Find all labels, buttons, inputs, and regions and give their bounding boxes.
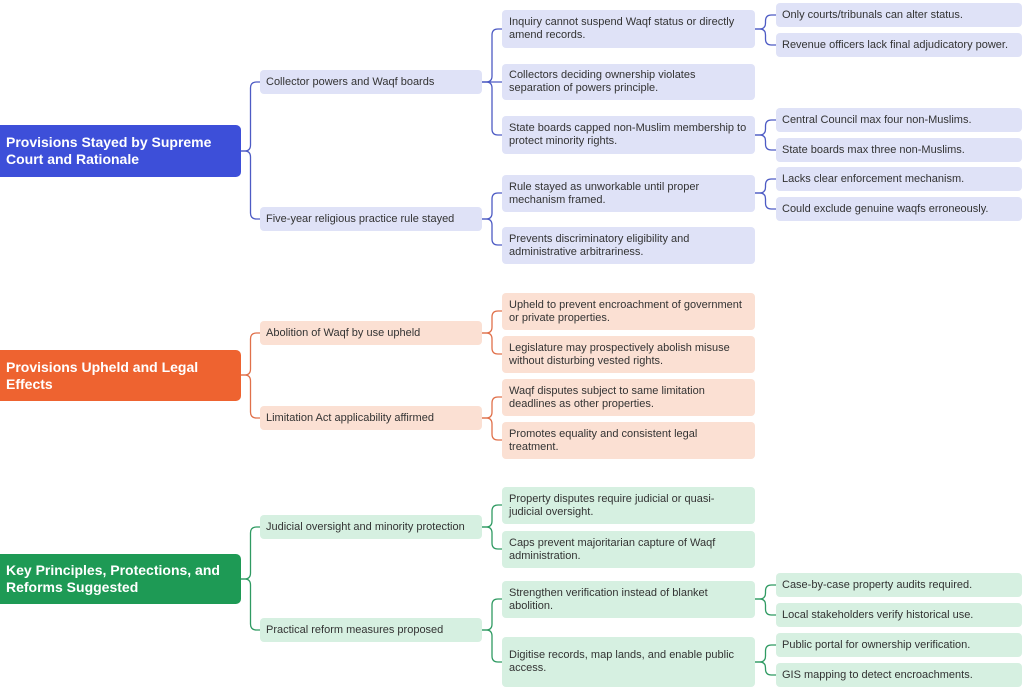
connector-line bbox=[755, 192, 776, 210]
sub-leaf-public-portal[interactable]: Public portal for ownership verification… bbox=[776, 633, 1022, 657]
connector-line bbox=[755, 119, 776, 136]
sub-leaf-local-stakeholders[interactable]: Local stakeholders verify historical use… bbox=[776, 603, 1022, 627]
connector-line bbox=[482, 332, 502, 355]
connector-line bbox=[482, 598, 502, 631]
branch-abolition-upheld[interactable]: Abolition of Waqf by use upheld bbox=[260, 321, 482, 345]
connector-line bbox=[755, 598, 776, 616]
connector-line bbox=[755, 14, 776, 30]
connector-line bbox=[482, 526, 502, 550]
root-node-provisions-upheld[interactable]: Provisions Upheld and Legal Effects bbox=[0, 350, 241, 401]
connector-line bbox=[241, 332, 260, 376]
leaf-property-disputes-oversight[interactable]: Property disputes require judicial or qu… bbox=[502, 487, 755, 524]
connector-line bbox=[482, 310, 502, 334]
connector-line bbox=[755, 661, 776, 676]
leaf-collectors-ownership[interactable]: Collectors deciding ownership violates s… bbox=[502, 64, 755, 100]
leaf-caps-prevent-capture[interactable]: Caps prevent majoritarian capture of Waq… bbox=[502, 531, 755, 568]
connector-line bbox=[755, 644, 776, 663]
sub-leaf-revenue-officers[interactable]: Revenue officers lack final adjudicatory… bbox=[776, 33, 1022, 57]
branch-limitation-act[interactable]: Limitation Act applicability affirmed bbox=[260, 406, 482, 430]
root-node-key-principles[interactable]: Key Principles, Protections, and Reforms… bbox=[0, 554, 241, 604]
sub-leaf-gis-mapping[interactable]: GIS mapping to detect encroachments. bbox=[776, 663, 1022, 687]
leaf-rule-stayed-unworkable[interactable]: Rule stayed as unworkable until proper m… bbox=[502, 175, 755, 212]
connector-line bbox=[241, 578, 260, 631]
connector-line bbox=[482, 629, 502, 663]
sub-leaf-property-audits[interactable]: Case-by-case property audits required. bbox=[776, 573, 1022, 597]
connector-line bbox=[241, 150, 260, 220]
connector-line bbox=[755, 584, 776, 600]
branch-collector-powers[interactable]: Collector powers and Waqf boards bbox=[260, 70, 482, 94]
connector-line bbox=[755, 134, 776, 151]
leaf-prevent-encroachment[interactable]: Upheld to prevent encroachment of govern… bbox=[502, 293, 755, 330]
leaf-inquiry-cannot-suspend[interactable]: Inquiry cannot suspend Waqf status or di… bbox=[502, 10, 755, 48]
branch-judicial-oversight[interactable]: Judicial oversight and minority protecti… bbox=[260, 515, 482, 539]
branch-five-year-rule[interactable]: Five-year religious practice rule stayed bbox=[260, 207, 482, 231]
connector-line bbox=[482, 192, 502, 220]
connector-line bbox=[241, 374, 260, 419]
connector-line bbox=[482, 28, 502, 83]
connector-line bbox=[482, 396, 502, 419]
root-node-provisions-stayed[interactable]: Provisions Stayed by Supreme Court and R… bbox=[0, 125, 241, 177]
connector-line bbox=[482, 81, 502, 136]
sub-leaf-state-boards-max[interactable]: State boards max three non-Muslims. bbox=[776, 138, 1022, 162]
connector-line bbox=[482, 504, 502, 528]
sub-leaf-central-council[interactable]: Central Council max four non-Muslims. bbox=[776, 108, 1022, 132]
leaf-strengthen-verification[interactable]: Strengthen verification instead of blank… bbox=[502, 581, 755, 618]
connector-line bbox=[241, 81, 260, 152]
sub-leaf-exclude-genuine[interactable]: Could exclude genuine waqfs erroneously. bbox=[776, 197, 1022, 221]
leaf-promotes-equality[interactable]: Promotes equality and consistent legal t… bbox=[502, 422, 755, 459]
leaf-prevents-discriminatory[interactable]: Prevents discriminatory eligibility and … bbox=[502, 227, 755, 264]
leaf-legislature-prospectively[interactable]: Legislature may prospectively abolish mi… bbox=[502, 336, 755, 373]
leaf-digitise-records[interactable]: Digitise records, map lands, and enable … bbox=[502, 637, 755, 687]
leaf-state-boards-capped[interactable]: State boards capped non-Muslim membershi… bbox=[502, 116, 755, 154]
connector-line bbox=[755, 178, 776, 194]
connector-line bbox=[241, 526, 260, 580]
connector-line bbox=[482, 417, 502, 441]
branch-practical-reform[interactable]: Practical reform measures proposed bbox=[260, 618, 482, 642]
sub-leaf-courts-alter-status[interactable]: Only courts/tribunals can alter status. bbox=[776, 3, 1022, 27]
connector-line bbox=[755, 28, 776, 46]
connector-line bbox=[482, 218, 502, 246]
sub-leaf-lacks-enforcement[interactable]: Lacks clear enforcement mechanism. bbox=[776, 167, 1022, 191]
leaf-waqf-disputes-limitation[interactable]: Waqf disputes subject to same limitation… bbox=[502, 379, 755, 416]
